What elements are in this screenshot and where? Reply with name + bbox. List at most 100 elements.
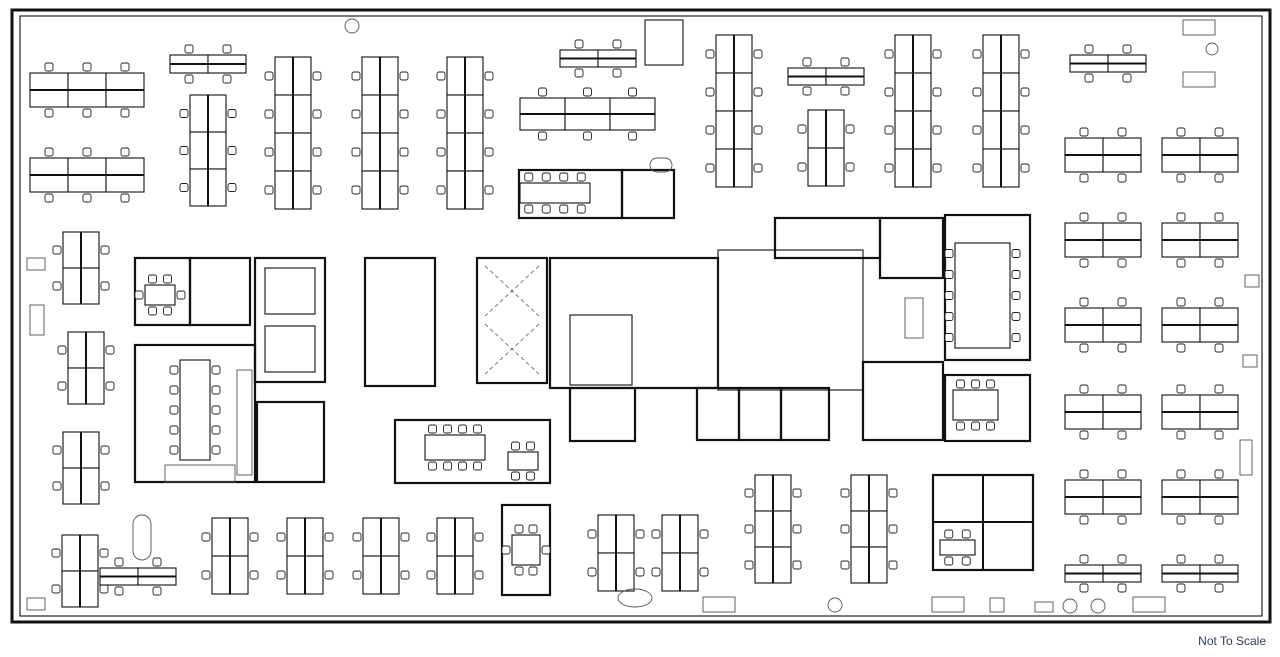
chair [484,71,494,81]
cabinet [931,596,965,613]
chair [312,185,322,195]
lobby-open-area [717,249,864,391]
chair [201,532,211,542]
side-cabinet [1242,354,1258,368]
desk [292,170,312,210]
desk [292,132,312,172]
chair [514,524,524,534]
chair [400,532,410,542]
chair [114,557,124,567]
chair [211,405,221,415]
desk [361,170,381,210]
chair [956,379,965,389]
desk [679,514,699,554]
desk [1199,479,1239,498]
desk [564,97,611,115]
desk [1102,479,1142,498]
chair [1214,212,1224,222]
desk [1064,222,1104,241]
desk [1102,222,1142,241]
chair [227,183,237,192]
desk [715,72,735,112]
chair [201,570,211,580]
chair [526,471,535,481]
chair [932,163,942,173]
conference-table [144,284,176,306]
desk [207,131,227,170]
equipment [989,597,1005,613]
chair [474,570,484,580]
side-cabinet [29,304,45,336]
desk [1102,496,1142,515]
chair [501,545,511,555]
cabinet [1132,596,1166,613]
conference-table [424,434,486,461]
desk [436,517,456,557]
chair [227,109,237,118]
chair [628,87,637,97]
desk [304,517,324,557]
chair [52,245,62,255]
desk [446,132,466,172]
desk [733,110,753,150]
chair [1117,515,1127,525]
chair [972,49,982,59]
chair [944,249,954,258]
desk [286,555,306,595]
chair [961,556,971,566]
chair [888,488,898,498]
chair [1176,430,1186,440]
chair [179,146,189,155]
desk [229,517,249,557]
chair [1122,44,1132,54]
desk [189,94,209,133]
desk [379,94,399,134]
chair [1176,297,1186,307]
chair [211,425,221,435]
chair [400,570,410,580]
desk [229,555,249,595]
desk [519,97,566,115]
desk [715,148,735,188]
chair [753,125,763,135]
chair [1176,554,1186,564]
desk [85,331,105,369]
chair [840,86,850,96]
chair [792,488,802,498]
desk [292,94,312,134]
chair [705,163,715,173]
desk [912,34,932,74]
desk [1199,222,1239,241]
chair [1214,430,1224,440]
chair [1117,212,1127,222]
chair [399,109,409,119]
chair [1117,554,1127,564]
desk [380,517,400,557]
chair [249,532,259,542]
desk [105,174,145,193]
chair [884,125,894,135]
chair [458,461,467,471]
desk [80,267,100,305]
office-south-1 [695,386,741,442]
chair [428,461,437,471]
chair [222,44,232,54]
chair [699,567,709,577]
chair [120,62,130,72]
cabinet [1182,19,1216,36]
chair [1020,125,1030,135]
chair [169,445,179,455]
desk [61,570,81,608]
chair [99,584,109,594]
desk [1102,137,1142,156]
chair [51,548,61,558]
chair [57,345,67,355]
chair [944,529,954,539]
desk [436,555,456,595]
chair [1079,127,1089,137]
desk [894,148,914,188]
chair [971,379,980,389]
desk [274,170,294,210]
chair [1020,49,1030,59]
chair [152,557,162,567]
